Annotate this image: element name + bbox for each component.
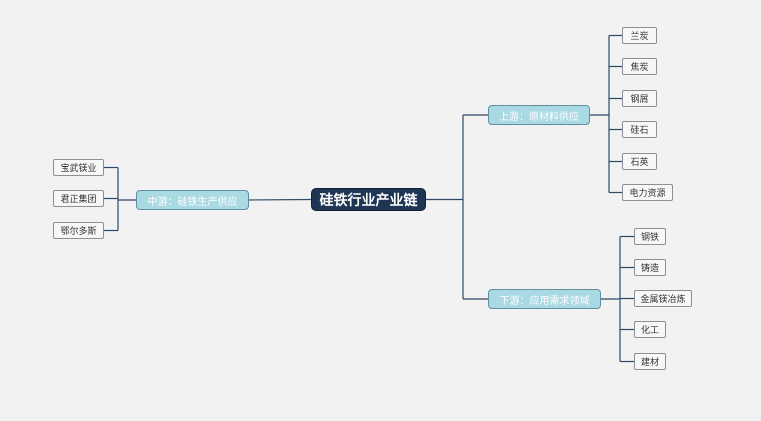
- branch-downstream[interactable]: 下游：应用需求领域: [488, 289, 601, 309]
- leaf-upstream-6[interactable]: 电力资源: [622, 184, 673, 201]
- leaf-downstream-3[interactable]: 金属镁冶炼: [634, 290, 692, 307]
- leaf-downstream-1[interactable]: 钢铁: [634, 228, 666, 245]
- leaf-midstream-3[interactable]: 鄂尔多斯: [53, 222, 104, 239]
- leaf-upstream-2[interactable]: 焦炭: [622, 58, 657, 75]
- leaf-downstream-2[interactable]: 铸造: [634, 259, 666, 276]
- leaf-midstream-2[interactable]: 君正集团: [53, 190, 104, 207]
- branch-midstream[interactable]: 中游：硅铁生产供应: [136, 190, 249, 210]
- leaf-upstream-4[interactable]: 硅石: [622, 121, 657, 138]
- leaf-upstream-3[interactable]: 钢屑: [622, 90, 657, 107]
- leaf-downstream-5[interactable]: 建材: [634, 353, 666, 370]
- leaf-downstream-4[interactable]: 化工: [634, 321, 666, 338]
- leaf-midstream-1[interactable]: 宝武镁业: [53, 159, 104, 176]
- root-node[interactable]: 硅铁行业产业链: [311, 188, 426, 211]
- leaf-upstream-5[interactable]: 石英: [622, 153, 657, 170]
- connector-root-left: [248, 198, 312, 201]
- leaf-upstream-1[interactable]: 兰炭: [622, 27, 657, 44]
- branch-upstream[interactable]: 上游：原材料供应: [488, 105, 590, 125]
